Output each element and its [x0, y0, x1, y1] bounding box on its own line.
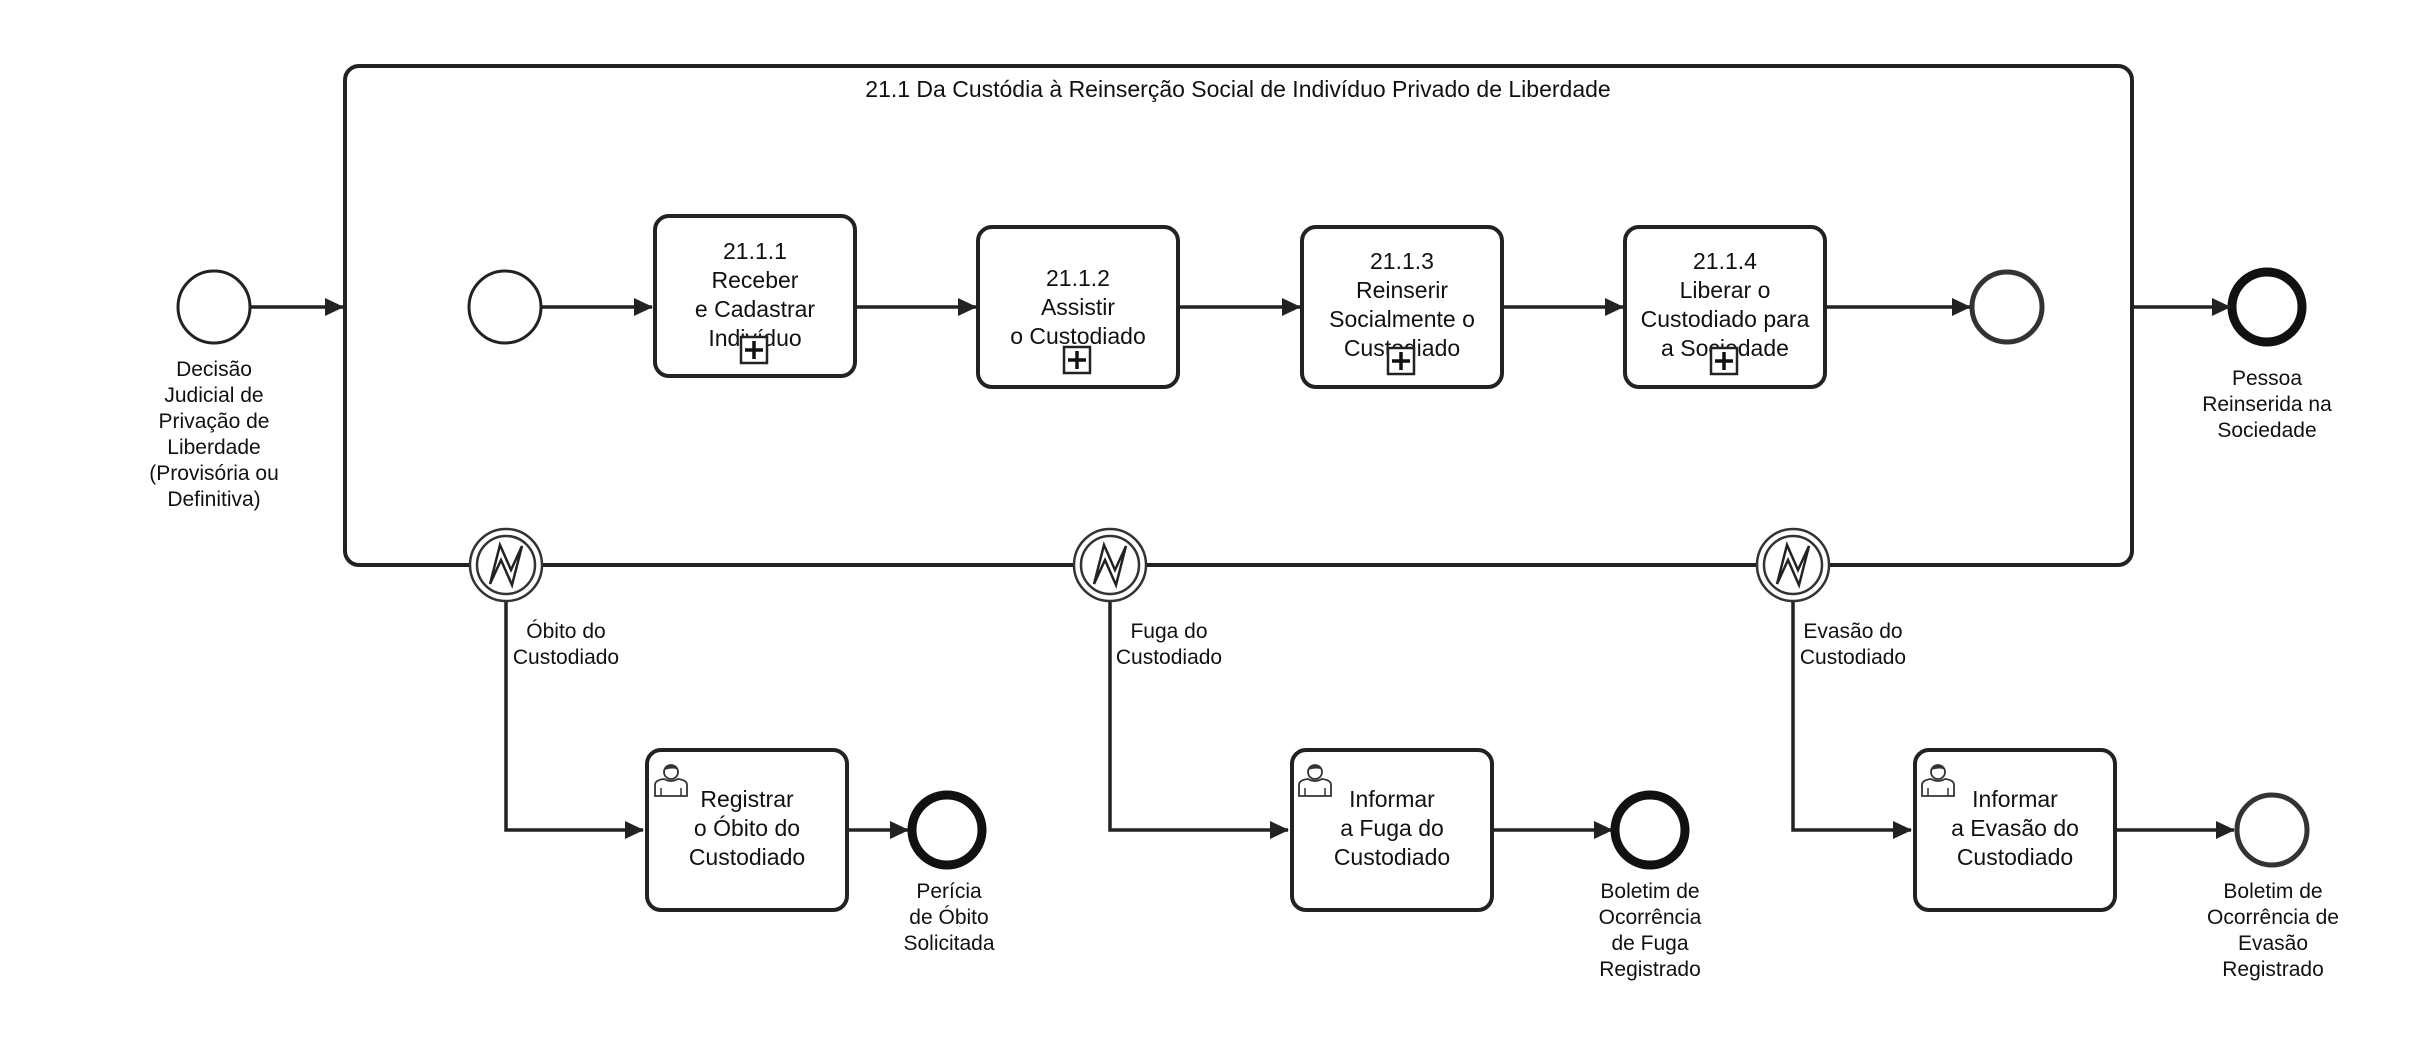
svg-text:Reinserir: Reinserir	[1356, 277, 1448, 303]
svg-text:o Óbito do: o Óbito do	[694, 815, 800, 841]
svg-text:o Custodiado: o Custodiado	[1010, 323, 1146, 349]
svg-text:21.1.2: 21.1.2	[1046, 265, 1110, 291]
svg-text:Liberar o: Liberar o	[1680, 277, 1771, 303]
end-label-boletim-evasao: Boletim de Ocorrência de Evasão Registra…	[2207, 880, 2339, 981]
svg-text:Informar: Informar	[1349, 786, 1435, 812]
boundary-event-fuga[interactable]	[1072, 527, 1148, 603]
end-label-boletim-fuga: Boletim de Ocorrência de Fuga Registrado	[1599, 880, 1702, 981]
boundary-label-fuga: Fuga do Custodiado	[1116, 620, 1222, 669]
boundary-event-obito[interactable]	[468, 527, 544, 603]
svg-text:Registrar: Registrar	[700, 786, 794, 812]
svg-text:Decisão: Decisão	[176, 358, 252, 381]
svg-text:Custodiado: Custodiado	[1800, 646, 1906, 669]
subprocess-title: 21.1 Da Custódia à Reinserção Social de …	[865, 76, 1610, 102]
task-informar-fuga[interactable]: Informar a Fuga do Custodiado	[1290, 748, 1494, 912]
inner-end-event[interactable]	[1969, 269, 2045, 345]
subprocess-container[interactable]	[343, 64, 2134, 567]
task-registrar-obito[interactable]: Registrar o Óbito do Custodiado	[645, 748, 849, 912]
svg-text:Pessoa: Pessoa	[2232, 367, 2302, 390]
svg-text:Liberdade: Liberdade	[167, 436, 260, 459]
svg-text:Custodiado: Custodiado	[1116, 646, 1222, 669]
svg-text:21.1.3: 21.1.3	[1370, 248, 1434, 274]
svg-text:Definitiva): Definitiva)	[167, 488, 260, 511]
svg-text:Registrado: Registrado	[2222, 958, 2324, 981]
svg-text:21.1.1: 21.1.1	[723, 238, 787, 264]
svg-text:Assistir: Assistir	[1041, 294, 1115, 320]
svg-text:Fuga do: Fuga do	[1130, 620, 1207, 643]
lightning-icon	[1092, 541, 1128, 589]
svg-text:Reinserida na: Reinserida na	[2202, 393, 2332, 416]
plus-square-icon[interactable]	[739, 335, 769, 365]
svg-text:e Cadastrar: e Cadastrar	[695, 296, 816, 322]
end-label-pericia: Perícia de Óbito Solicitada	[903, 880, 994, 955]
svg-text:Sociedade: Sociedade	[2217, 419, 2316, 442]
plus-square-icon[interactable]	[1062, 345, 1092, 375]
svg-text:Custodiado: Custodiado	[513, 646, 619, 669]
end-event-label: Pessoa Reinserida na Sociedade	[2202, 367, 2332, 442]
end-event-pericia[interactable]	[907, 790, 987, 870]
plus-square-icon[interactable]	[1386, 346, 1416, 376]
svg-text:Evasão: Evasão	[2238, 932, 2308, 955]
svg-text:Ocorrência: Ocorrência	[1599, 906, 1702, 929]
svg-text:Socialmente o: Socialmente o	[1329, 306, 1475, 332]
start-event[interactable]	[176, 269, 252, 345]
svg-text:Evasão do: Evasão do	[1803, 620, 1902, 643]
svg-text:(Provisória ou: (Provisória ou	[149, 462, 279, 485]
inner-start-event[interactable]	[467, 269, 543, 345]
task-21-1-2[interactable]: 21.1.2 Assistir o Custodiado	[976, 225, 1180, 389]
plus-square-icon[interactable]	[1709, 346, 1739, 376]
flow-obito-to-registrar	[504, 601, 644, 839]
boundary-event-evasao[interactable]	[1755, 527, 1831, 603]
end-event-reinserida[interactable]	[2227, 267, 2307, 347]
boundary-label-evasao: Evasão do Custodiado	[1800, 620, 1906, 669]
svg-text:Custodiado: Custodiado	[1334, 844, 1450, 870]
task-21-1-1[interactable]: 21.1.1 Receber e Cadastrar Indivíduo	[653, 214, 857, 378]
svg-text:Custodiado: Custodiado	[689, 844, 805, 870]
lightning-icon	[488, 541, 524, 589]
flow-fuga-to-informar	[1108, 601, 1289, 839]
svg-text:Privação de: Privação de	[159, 410, 270, 433]
svg-text:de Fuga: de Fuga	[1611, 932, 1688, 955]
svg-text:Perícia: Perícia	[916, 880, 982, 903]
svg-text:Registrado: Registrado	[1599, 958, 1701, 981]
end-event-boletim-evasao[interactable]	[2234, 792, 2310, 868]
start-event-label: Decisão Judicial de Privação de Liberdad…	[149, 358, 279, 511]
svg-text:Solicitada: Solicitada	[903, 932, 994, 955]
lightning-icon	[1775, 541, 1811, 589]
task-21-1-3[interactable]: 21.1.3 Reinserir Socialmente o Custodiad…	[1300, 225, 1504, 389]
svg-text:Custodiado para: Custodiado para	[1641, 306, 1810, 332]
svg-text:Boletim de: Boletim de	[2223, 880, 2322, 903]
svg-text:Boletim de: Boletim de	[1600, 880, 1699, 903]
flow-evasao-to-informar	[1791, 601, 1912, 839]
task-21-1-4[interactable]: 21.1.4 Liberar o Custodiado para a Socie…	[1623, 225, 1827, 389]
boundary-label-obito: Óbito do Custodiado	[513, 620, 619, 669]
svg-text:Óbito do: Óbito do	[526, 620, 605, 643]
svg-text:a Evasão do: a Evasão do	[1951, 815, 2079, 841]
svg-text:Informar: Informar	[1972, 786, 2058, 812]
svg-text:21.1.4: 21.1.4	[1693, 248, 1757, 274]
svg-text:Judicial de: Judicial de	[164, 384, 263, 407]
svg-text:de Óbito: de Óbito	[909, 906, 988, 929]
task-informar-evasao[interactable]: Informar a Evasão do Custodiado	[1913, 748, 2117, 912]
svg-text:Custodiado: Custodiado	[1957, 844, 2073, 870]
end-event-boletim-fuga[interactable]	[1610, 790, 1690, 870]
svg-text:Ocorrência de: Ocorrência de	[2207, 906, 2339, 929]
svg-text:a Fuga do: a Fuga do	[1340, 815, 1444, 841]
svg-text:Receber: Receber	[712, 267, 799, 293]
